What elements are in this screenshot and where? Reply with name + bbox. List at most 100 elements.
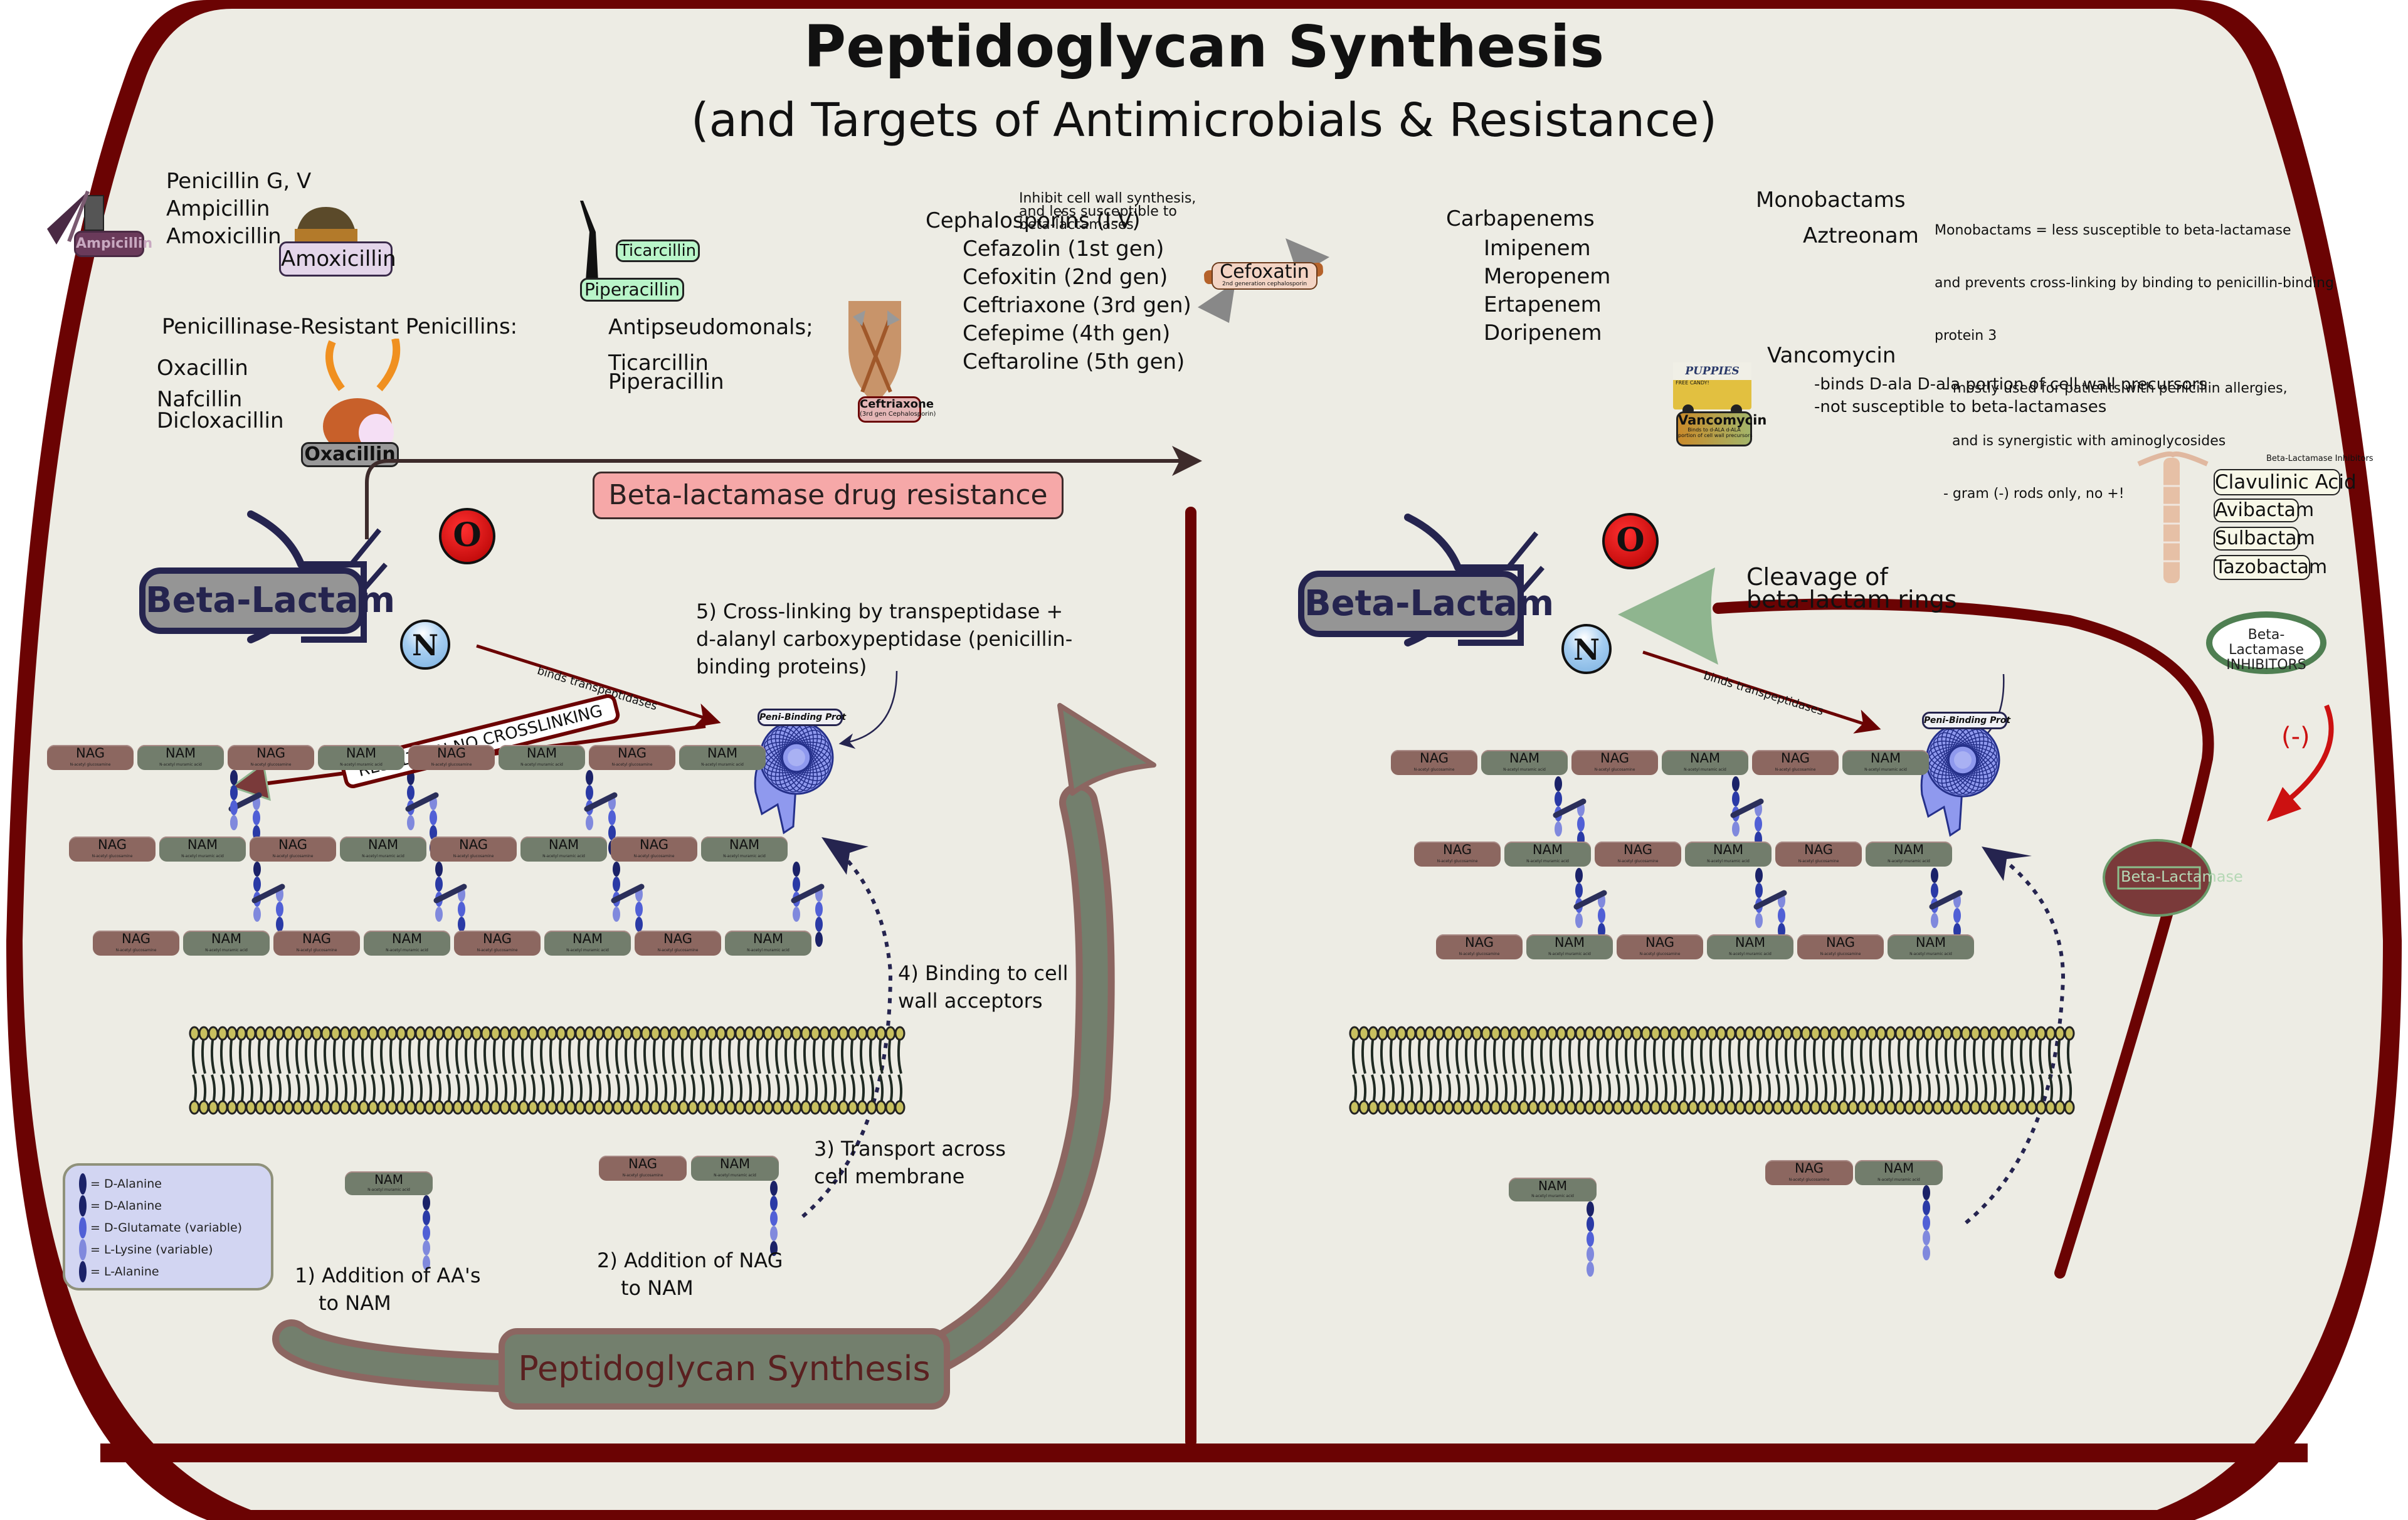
sugar-name: NAG xyxy=(459,837,488,852)
inhibitors-wreath: Beta-Lactamase INHIBITORS xyxy=(2206,611,2326,674)
sugar-fullname: N-acetyl glucosamine xyxy=(1798,859,1839,863)
sugar-fullname: N-acetyl muramic acid xyxy=(723,854,766,858)
sugar-fullname: N-acetyl glucosamine xyxy=(272,854,314,858)
sugar-fullname: N-acetyl muramic acid xyxy=(701,763,744,767)
sugar-fullname: N-acetyl muramic acid xyxy=(340,763,383,767)
vancomycin-label-text: Vancomycin xyxy=(1678,413,1767,428)
nam-sugar: NAM N-acetyl muramic acid xyxy=(137,745,224,770)
sugar-name: NAG xyxy=(1600,751,1629,766)
drug-nafcillin: Nafcillin xyxy=(157,387,243,412)
drug-imipenem: Imipenem xyxy=(1484,236,1591,261)
sugar-name: NAM xyxy=(1538,1178,1567,1193)
sugar-name: NAG xyxy=(1804,842,1833,857)
cleavage-label: Cleavage of beta-lactam rings xyxy=(1746,565,1957,611)
sugar-fullname: N-acetyl glucosamine xyxy=(1413,768,1455,772)
step5-label: 5) Cross-linking by transpeptidase + d-a… xyxy=(696,598,1072,680)
sugar-name: NAM xyxy=(346,746,377,761)
bottom-divider-band xyxy=(100,1443,2308,1462)
ceftriaxone-label: Ceftriaxone (3rd gen Cephalosporin) xyxy=(858,396,936,423)
drug-ertapenem: Ertapenem xyxy=(1484,292,1602,317)
nitrogen-atom-left: N xyxy=(400,620,450,670)
beta-lactam-label-left: Beta-Lactam xyxy=(139,567,395,634)
sugar-name: NAG xyxy=(1781,751,1810,766)
step5-line: binding proteins) xyxy=(696,655,867,678)
wreath-label-line: Beta-Lactamase xyxy=(2229,627,2304,658)
nam-sugar: NAM N-acetyl muramic acid xyxy=(725,931,811,956)
step1-line: to NAM xyxy=(319,1291,391,1315)
vancomycin-note-line: -not susceptible to beta-lactamases xyxy=(1814,398,2107,416)
sugar-name: NAM xyxy=(548,837,579,852)
sugar-fullname: N-acetyl glucosamine xyxy=(1459,952,1500,956)
sugar-fullname: N-acetyl glucosamine xyxy=(1820,952,1861,956)
amino-acid-swatch-icon xyxy=(79,1195,87,1217)
nag-sugar: NAG N-acetyl glucosamine xyxy=(1775,842,1862,867)
sugar-name: NAM xyxy=(1915,935,1946,950)
sugar-fullname: N-acetyl glucosamine xyxy=(1639,952,1681,956)
drug-cefazolin: Cefazolin (1st gen) xyxy=(963,236,1164,261)
sugar-fullname: N-acetyl muramic acid xyxy=(159,763,202,767)
cephalosporin-note: Inhibit cell wall synthesis, and less su… xyxy=(1019,192,1196,232)
page-title: Peptidoglycan Synthesis xyxy=(803,13,1605,80)
sugar-fullname: N-acetyl glucosamine xyxy=(611,763,653,767)
sugar-fullname: N-acetyl glucosamine xyxy=(657,948,699,953)
sugar-fullname: N-acetyl muramic acid xyxy=(1877,1178,1920,1182)
sugar-fullname: N-acetyl glucosamine xyxy=(431,763,472,767)
sugar-name: NAM xyxy=(1532,842,1563,857)
sugar-fullname: N-acetyl muramic acid xyxy=(1503,768,1546,772)
sugar-name: NAM xyxy=(367,837,399,852)
oxacillin-label: Oxacillin xyxy=(301,442,399,467)
sugar-name: NAG xyxy=(1795,1161,1824,1176)
van-icon: PUPPIES FREE CANDY! xyxy=(1673,362,1751,416)
oxygen-atom-right: O xyxy=(1602,513,1659,569)
inhibitor-tazobactam: Tazobactam xyxy=(2214,555,2327,580)
sugar-name: NAM xyxy=(391,931,423,946)
nag-sugar: NAG N-acetyl glucosamine xyxy=(1436,934,1523,959)
legend-item-label: = L-Lysine (variable) xyxy=(90,1243,213,1257)
van-side-text: FREE CANDY! xyxy=(1676,380,1709,386)
sugar-name: NAG xyxy=(1443,842,1472,857)
drug-ceftriaxone: Ceftriaxone (3rd gen) xyxy=(963,293,1191,318)
inhibitor-avibactam: Avibactam xyxy=(2214,499,2315,522)
inhibitor-sulbactam: Sulbactam xyxy=(2214,527,2315,551)
sugar-fullname: N-acetyl muramic acid xyxy=(747,948,789,953)
amino-acid-swatch-icon xyxy=(79,1239,87,1260)
sugar-name: NAG xyxy=(302,931,331,946)
antipseudomonals-heading: Antipseudomonals; xyxy=(608,315,813,340)
sugar-fullname: N-acetyl muramic acid xyxy=(1548,952,1591,956)
sugar-fullname: N-acetyl muramic acid xyxy=(181,854,224,858)
sugar-name: NAM xyxy=(165,746,196,761)
sugar-name: NAM xyxy=(752,931,784,946)
step2-line: 2) Addition of NAG xyxy=(597,1248,783,1272)
sugar-name: NAM xyxy=(1689,751,1721,766)
monobactam-notes: Monobactams = less susceptible to beta-l… xyxy=(1935,187,2334,538)
shield-axes-icon xyxy=(848,301,901,404)
sugar-name: NAM xyxy=(1713,842,1744,857)
sugar-name: NAG xyxy=(1465,935,1494,950)
step3-line: 3) Transport across xyxy=(814,1137,1006,1161)
drug-ticarcillin: Ticarcillin xyxy=(608,351,709,376)
sugar-name: NAM xyxy=(729,837,760,852)
beta-lactamase-enzyme-label: Beta-Lactamase xyxy=(2121,868,2243,885)
piperacillin-label: Piperacillin xyxy=(580,278,684,302)
helmet-icon xyxy=(295,207,357,251)
inhibitors-caption: Beta-Lactamase Inhibitors xyxy=(2266,454,2374,463)
legend-item-label: = D-Alanine xyxy=(90,1177,162,1191)
sugar-name: NAM xyxy=(1893,842,1925,857)
drug-dicloxacillin: Dicloxacillin xyxy=(157,408,284,433)
